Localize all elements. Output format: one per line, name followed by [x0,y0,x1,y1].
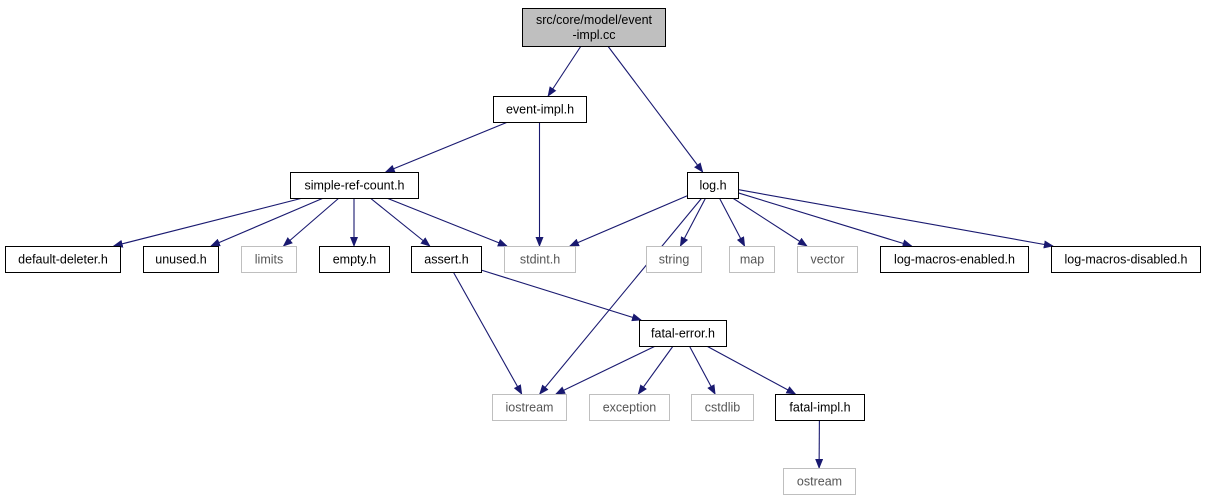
node-label: assert.h [424,253,469,267]
node-label: log-macros-disabled.h [1065,253,1188,267]
node-label: log.h [699,179,726,193]
node-ostream: ostream [783,468,856,495]
edge-log-h-to-map [718,197,746,247]
node-label: empty.h [333,253,377,267]
edge-root-to-event-impl-h [547,45,582,97]
node-log-macros-disabled-h[interactable]: log-macros-disabled.h [1051,246,1201,273]
edge-log-h-to-log-macros-enabled-h [737,192,913,248]
node-log-macros-enabled-h[interactable]: log-macros-enabled.h [880,246,1029,273]
node-label: fatal-impl.h [789,401,850,415]
node-label: map [740,253,764,267]
edge-log-h-to-log-macros-disabled-h [737,189,1054,249]
node-box [1051,246,1201,273]
edge-simple-ref-count-h-to-assert-h [369,197,431,247]
node-label: simple-ref-count.h [304,179,404,193]
node-label: iostream [506,401,554,415]
edges-layer [112,45,1054,469]
node-label: log-macros-enabled.h [894,253,1015,267]
edge-assert-h-to-fatal-error-h [480,269,642,322]
node-label: -impl.cc [572,28,615,42]
edge-log-h-to-iostream [539,197,703,395]
node-box [797,246,858,273]
node-box [504,246,576,273]
node-log-h[interactable]: log.h [687,172,739,199]
edge-log-h-to-vector [732,197,808,247]
node-fatal-impl-h[interactable]: fatal-impl.h [775,394,865,421]
node-map: map [729,246,775,273]
edge-event-impl-h-to-simple-ref-count-h [384,121,509,173]
node-box [880,246,1029,273]
edge-log-h-to-string [679,197,707,247]
node-label: fatal-error.h [651,327,715,341]
node-fatal-error-h[interactable]: fatal-error.h [639,320,727,347]
node-box [492,394,567,421]
node-label: limits [255,253,283,267]
node-string: string [646,246,702,273]
node-box [5,246,121,273]
node-label: src/core/model/event [536,13,653,27]
edge-fatal-error-h-to-fatal-impl-h [706,345,797,395]
node-box [589,394,670,421]
edge-simple-ref-count-h-to-default-deleter-h [112,197,303,248]
node-simple-ref-count-h[interactable]: simple-ref-count.h [290,172,419,199]
nodes-layer: src/core/model/event-impl.cc event-impl.h… [5,8,1201,495]
node-label: string [659,253,690,267]
node-box [241,246,297,273]
node-box [411,246,482,273]
node-label: default-deleter.h [18,253,108,267]
node-label: stdint.h [520,253,560,267]
node-label: exception [603,401,657,415]
node-default-deleter-h[interactable]: default-deleter.h [5,246,121,273]
node-label: event-impl.h [506,103,574,117]
node-box [639,320,727,347]
edge-simple-ref-count-h-to-unused-h [210,197,324,247]
node-empty-h[interactable]: empty.h [319,246,390,273]
node-box [775,394,865,421]
node-box [691,394,754,421]
edge-root-to-log-h [607,45,704,173]
node-label: unused.h [155,253,206,267]
node-event-impl-h[interactable]: event-impl.h [493,96,587,123]
edge-fatal-error-h-to-cstdlib [688,345,716,395]
node-box [319,246,390,273]
node-label: cstdlib [705,401,740,415]
edge-simple-ref-count-h-to-stdint-h [386,197,508,247]
node-stdint-h: stdint.h [504,246,576,273]
node-box [522,8,666,47]
edge-fatal-error-h-to-exception [637,345,674,395]
node-box [143,246,219,273]
node-iostream: iostream [492,394,567,421]
node-exception: exception [589,394,670,421]
edge-fatal-error-h-to-iostream [555,345,656,395]
edge-simple-ref-count-h-to-limits [282,197,340,247]
node-box [687,172,739,199]
node-box [783,468,856,495]
node-limits: limits [241,246,297,273]
node-vector: vector [797,246,858,273]
edge-assert-h-to-iostream [452,271,523,395]
node-box [290,172,419,199]
node-assert-h[interactable]: assert.h [411,246,482,273]
node-box [729,246,775,273]
node-label: ostream [797,475,842,489]
node-cstdlib: cstdlib [691,394,754,421]
node-box [646,246,702,273]
node-root[interactable]: src/core/model/event-impl.cc [522,8,666,47]
node-label: vector [810,253,844,267]
node-box [493,96,587,123]
edge-log-h-to-stdint-h [568,195,688,247]
node-unused-h[interactable]: unused.h [143,246,219,273]
